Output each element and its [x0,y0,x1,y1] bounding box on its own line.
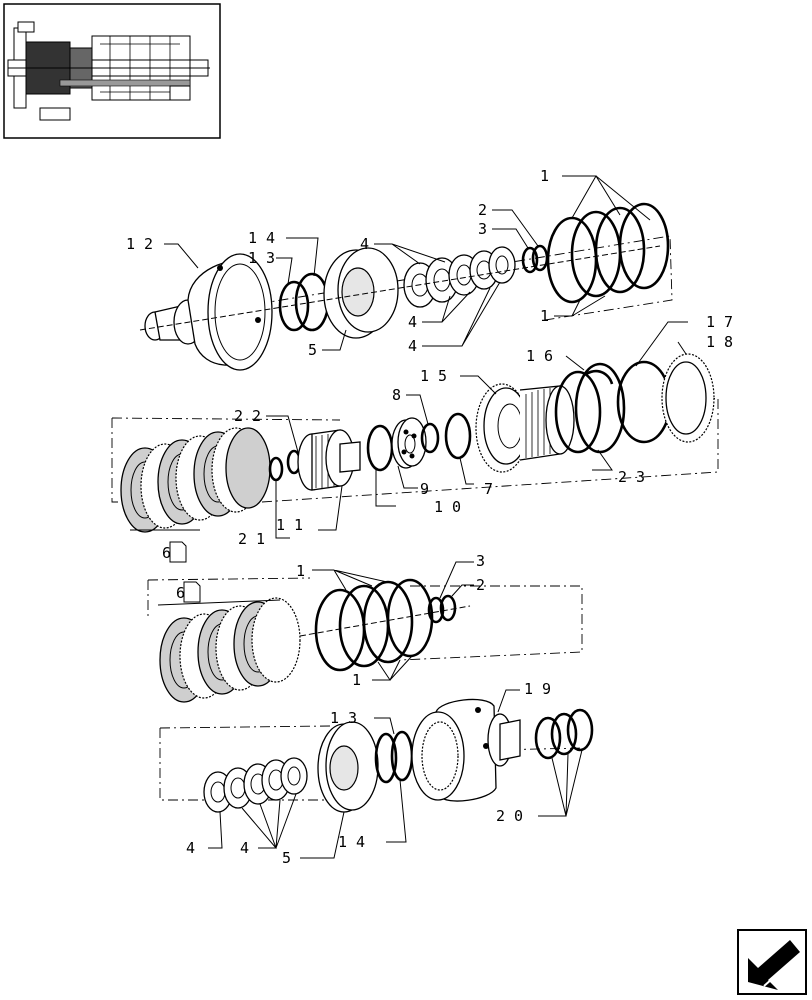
part-12-drum-housing [144,253,273,371]
clutch-disc-pack-upper [120,427,271,533]
row3-group [147,577,583,703]
part-16-clip [585,369,614,385]
part-2-ring-lower [439,594,457,622]
part-8-ring [420,422,440,454]
part-4-washers-lower [203,757,308,813]
callout-3: 3 [478,220,487,238]
reference-note-6-lower: 6 [176,581,201,603]
part-13-snap-ring [278,280,310,332]
part-5-piston [323,247,399,339]
part-13-ring-lower [374,732,398,784]
part-15-gear [475,383,575,473]
part-3-ring [521,246,539,274]
callout-18: 1 8 [706,333,733,351]
part-9-bearing [391,417,427,469]
svg-text:6: 6 [176,584,185,602]
row4-group [159,698,594,813]
callout-4: 4 [240,839,249,857]
part-4-washers [403,246,516,308]
part-21-snap-ring [268,456,284,482]
part-7-ring [444,412,472,460]
callout-17: 1 7 [706,313,733,331]
row1-group [139,202,673,371]
callout-21: 2 1 [238,530,265,548]
previous-page-arrow-icon[interactable] [737,929,807,995]
callout-1: 1 [296,562,305,580]
callout-20: 2 0 [496,807,523,825]
part-3-ring-lower [427,596,445,624]
part-1-springs [546,202,670,304]
callout-13: 1 3 [330,709,357,727]
callout-14: 1 4 [248,229,275,247]
callout-12: 1 2 [126,235,153,253]
reference-note-6-upper: 6 [162,541,187,563]
part-19-drum [411,698,521,802]
callout-5: 5 [308,341,317,359]
part-5-piston-lower [317,721,379,813]
callout-3: 3 [476,552,485,570]
part-18-ring-gear [661,353,715,443]
callout-23: 2 3 [618,468,645,486]
part-1-springs-lower [314,578,434,672]
callout-4: 4 [408,337,417,355]
clutch-disc-pack-lower [159,597,301,703]
callout-4: 4 [360,235,369,253]
callout-8: 8 [392,386,401,404]
callout-7: 7 [484,480,493,498]
callout-2: 2 [478,201,487,219]
callout-14: 1 4 [338,833,365,851]
callout-15: 1 5 [420,367,447,385]
callout-16: 1 6 [526,347,553,365]
part-11-splined-hub [297,429,361,491]
part-20-rings [534,708,594,760]
callout-4: 4 [186,839,195,857]
callout-10: 1 0 [434,498,461,516]
callout-1: 1 [540,167,549,185]
leader-lines [164,175,688,859]
part-23-ring [554,370,602,454]
callout-1: 1 [352,671,361,689]
callout-13: 1 3 [248,249,275,267]
svg-text:6: 6 [162,544,171,562]
callout-9: 9 [420,480,429,498]
row2-group [111,353,719,533]
callout-2: 2 [476,576,485,594]
transmission-section-thumbnail-icon[interactable] [3,3,221,139]
callout-4: 4 [408,313,417,331]
callout-19: 1 9 [524,680,551,698]
callout-5: 5 [282,849,291,867]
callout-11: 1 1 [276,516,303,534]
callout-labels: 1 2 3 4 1 2 1 4 1 3 4 1 4 5 1 7 1 8 1 6 … [126,167,733,867]
part-10-ring [366,424,394,472]
callout-22: 2 2 [234,407,261,425]
callout-1: 1 [540,307,549,325]
